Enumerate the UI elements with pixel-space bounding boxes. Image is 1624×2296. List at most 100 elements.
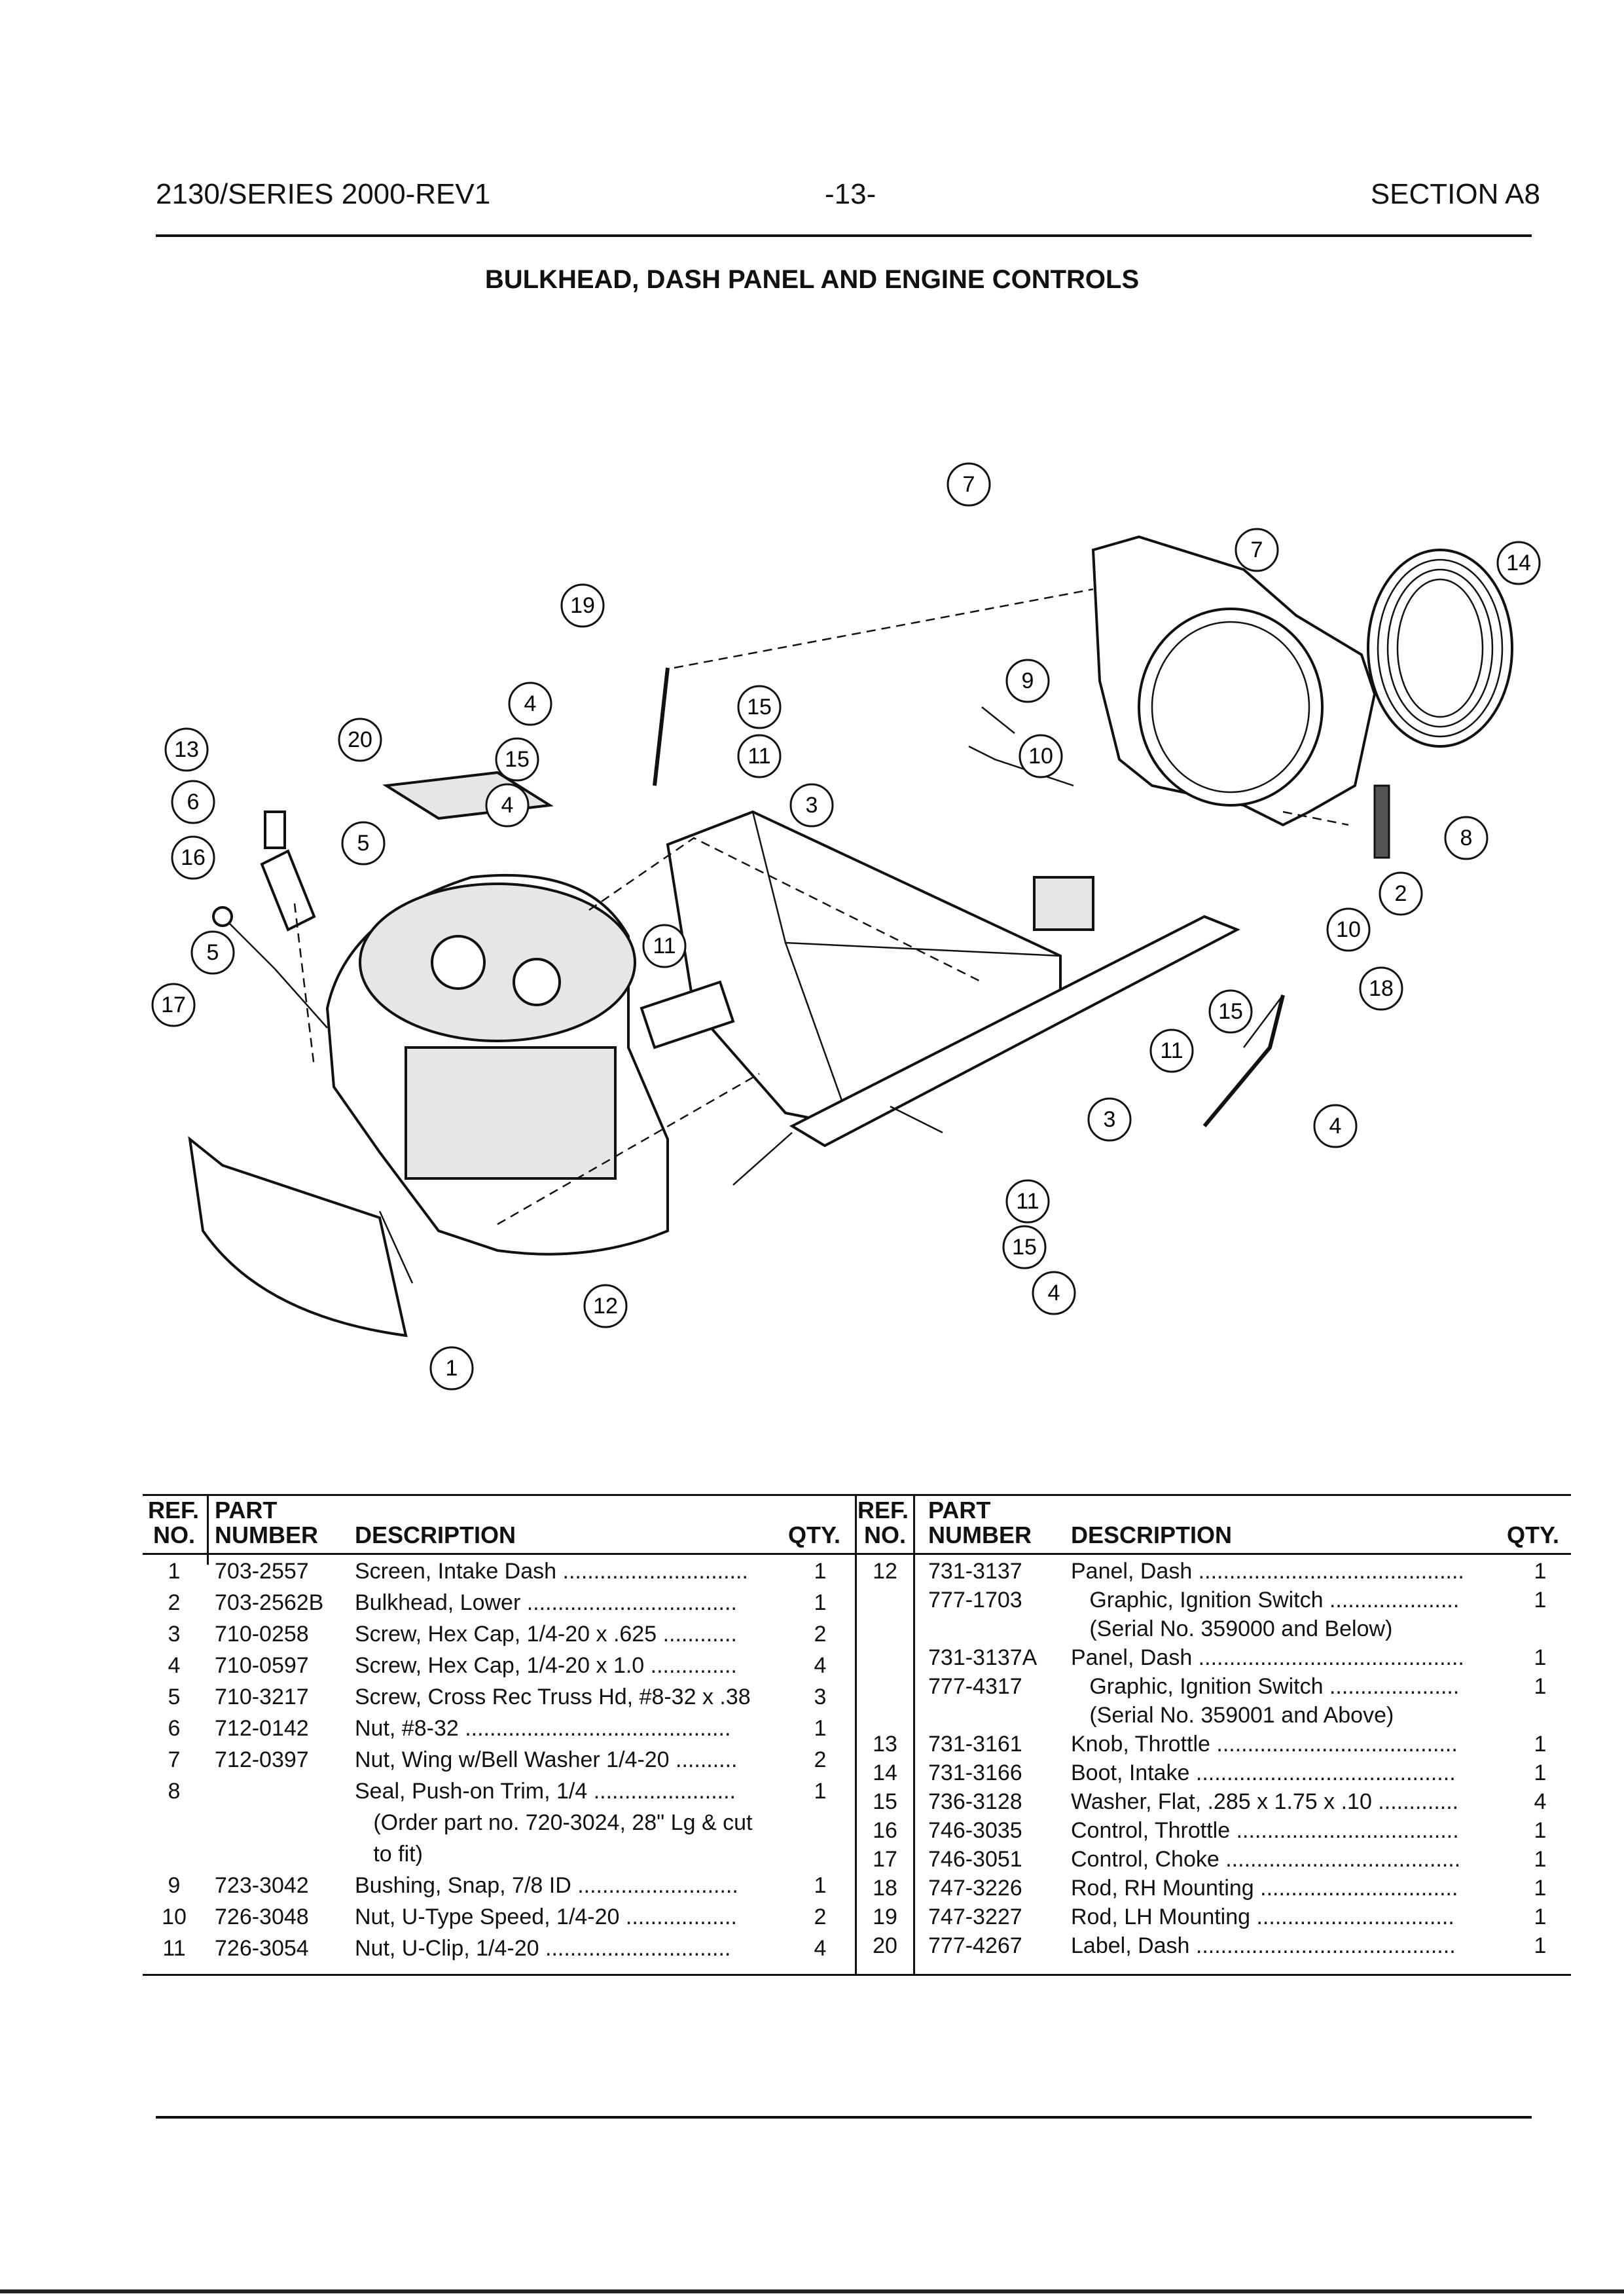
table-cell-qty: 1	[814, 1779, 827, 1804]
table-cell-ref: 17	[873, 1847, 897, 1872]
callout-14: 14	[1496, 541, 1541, 585]
footer-rule	[156, 2116, 1532, 2119]
svg-text:16: 16	[181, 845, 206, 870]
table-cell-qty: 1	[1534, 1847, 1547, 1872]
page-edge	[0, 2289, 1624, 2293]
header-part: PART	[928, 1497, 991, 1523]
svg-text:4: 4	[1329, 1114, 1342, 1139]
svg-text:19: 19	[570, 593, 595, 618]
table-cell-ref: 20	[873, 1933, 897, 1958]
callout-16: 16	[171, 835, 215, 880]
svg-text:13: 13	[174, 737, 199, 762]
rh-mounting-rod	[1202, 994, 1285, 1127]
table-cell-ref: 6	[168, 1716, 181, 1741]
callout-11a: 11	[737, 734, 782, 778]
callout-4c: 4	[1313, 1104, 1358, 1148]
table-cell-ref: 19	[873, 1904, 897, 1929]
header-no: NO.	[864, 1522, 907, 1548]
svg-text:15: 15	[1012, 1235, 1037, 1260]
table-cell-part: 731-3166	[928, 1760, 1022, 1785]
table-cell-desc: Nut, #8-32 .............................…	[355, 1716, 731, 1741]
svg-text:17: 17	[161, 993, 186, 1017]
svg-text:2: 2	[1395, 881, 1407, 906]
callout-7b: 7	[1235, 528, 1279, 572]
table-cell-desc: to fit)	[355, 1842, 423, 1867]
svg-text:8: 8	[1460, 826, 1473, 850]
intake-boot-part	[1367, 549, 1513, 748]
section-label: SECTION A8	[1370, 178, 1540, 210]
table-cell-qty: 4	[814, 1653, 827, 1678]
svg-text:10: 10	[1028, 744, 1053, 769]
table-cell-part: 710-0597	[215, 1653, 309, 1678]
table-cell-desc: (Serial No. 359001 and Above)	[1071, 1703, 1394, 1728]
svg-text:11: 11	[1016, 1189, 1039, 1214]
table-cell-part: 712-0397	[215, 1747, 309, 1772]
table-cell-ref: 10	[162, 1904, 187, 1929]
svg-text:4: 4	[501, 793, 514, 818]
table-cell-qty: 1	[814, 1590, 827, 1615]
header-ref: REF.	[857, 1497, 909, 1523]
table-cell-qty: 1	[814, 1716, 827, 1741]
svg-text:15: 15	[747, 695, 772, 720]
callout-2: 2	[1379, 871, 1423, 916]
table-header-rule	[143, 1553, 1571, 1555]
callout-4a: 4	[508, 682, 552, 726]
table-cell-qty: 1	[1534, 1760, 1547, 1785]
table-cell-desc: Boot, Intake ...........................…	[1071, 1760, 1456, 1785]
dash-bezel	[359, 883, 636, 1042]
table-cell-part: 723-3042	[215, 1873, 309, 1898]
table-cell-qty: 1	[1534, 1876, 1547, 1901]
svg-text:15: 15	[505, 747, 530, 772]
bulkhead-opening	[1138, 608, 1324, 807]
table-cell-qty: 3	[814, 1685, 827, 1709]
table-cell-desc: Graphic, Ignition Switch ...............…	[1071, 1674, 1460, 1699]
table-cell-ref: 11	[162, 1936, 186, 1961]
svg-text:7: 7	[1251, 538, 1263, 562]
table-cell-desc: Graphic, Ignition Switch ...............…	[1071, 1588, 1460, 1613]
table-cell-desc: Panel, Dash ............................…	[1071, 1645, 1464, 1670]
table-cell-part: 731-3137A	[928, 1645, 1038, 1670]
table-cell-qty: 1	[1534, 1732, 1547, 1757]
table-cell-part: 777-1703	[928, 1588, 1022, 1613]
table-cell-ref: 18	[873, 1876, 897, 1901]
header-number: NUMBER	[928, 1522, 1032, 1548]
svg-text:11: 11	[653, 934, 676, 958]
callout-12: 12	[583, 1284, 628, 1328]
trim-seal-part	[1373, 784, 1390, 859]
table-cell-part: 726-3054	[215, 1936, 309, 1961]
callout-5a: 5	[341, 821, 386, 866]
callout-5b: 5	[190, 930, 235, 975]
table-cell-ref: 2	[168, 1590, 181, 1615]
callout-17: 17	[151, 983, 196, 1027]
table-cell-desc: Rod, LH Mounting .......................…	[1071, 1904, 1454, 1929]
table-cell-desc: Screen, Intake Dash ....................…	[355, 1559, 748, 1584]
header-ref: REF.	[148, 1497, 200, 1523]
throttle-knob-part	[264, 811, 286, 849]
frame-rail-part	[789, 915, 1240, 1148]
header-model-series: 2130/SERIES 2000-REV1	[156, 178, 491, 210]
table-cell-part: 731-3161	[928, 1732, 1022, 1757]
table-cell-part: 703-2557	[215, 1559, 309, 1584]
svg-text:18: 18	[1369, 976, 1394, 1001]
header-rule	[156, 234, 1532, 237]
table-column-divider	[207, 1494, 209, 1565]
table-cell-qty: 1	[814, 1873, 827, 1898]
header-qty: QTY.	[1507, 1522, 1560, 1548]
table-cell-desc: Seal, Push-on Trim, 1/4 ................…	[355, 1779, 736, 1804]
table-cell-desc: Screw, Hex Cap, 1/4-20 x .625 ..........…	[355, 1622, 737, 1647]
table-cell-ref: 3	[168, 1622, 181, 1647]
table-cell-qty: 1	[1534, 1645, 1547, 1670]
table-cell-part: 747-3226	[928, 1876, 1022, 1901]
table-cell-qty: 1	[814, 1559, 827, 1584]
header-number: NUMBER	[215, 1522, 318, 1548]
table-cell-qty: 1	[1534, 1559, 1547, 1584]
svg-text:5: 5	[357, 831, 370, 856]
mounting-bracket-part	[640, 980, 735, 1049]
table-cell-desc: Screw, Hex Cap, 1/4-20 x 1.0 ...........…	[355, 1653, 737, 1678]
table-cell-part: 710-3217	[215, 1685, 309, 1709]
table-cell-qty: 1	[1534, 1933, 1547, 1958]
header-no: NO.	[153, 1522, 196, 1548]
table-cell-qty: 4	[814, 1936, 827, 1961]
table-cell-part: 777-4317	[928, 1674, 1022, 1699]
engine-block-part	[1033, 876, 1094, 931]
